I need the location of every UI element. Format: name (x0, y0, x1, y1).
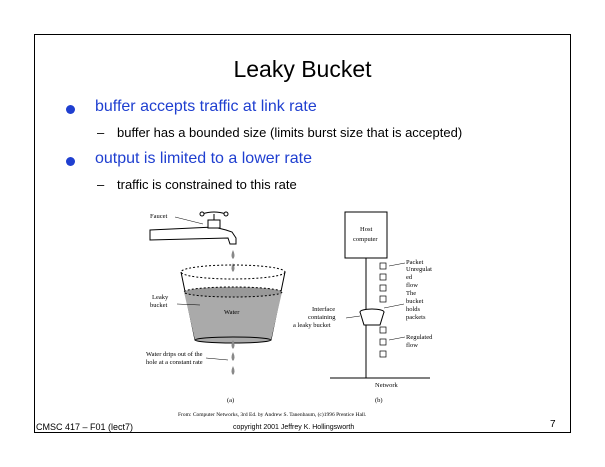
label-host-1: Host (360, 226, 372, 233)
label-packet-4: flow (406, 282, 418, 289)
footer-copyright: copyright 2001 Jeffrey K. Hollingsworth (233, 424, 355, 431)
label-packet-1: Packet (406, 259, 424, 266)
label-packet-2: Unregulat (406, 266, 432, 273)
slide-title: Leaky Bucket (233, 56, 372, 82)
label-network: Network (375, 382, 398, 389)
faucet-icon (149, 211, 237, 245)
label-leaky-2: bucket (150, 302, 168, 309)
label-bucket-3: holds (406, 306, 421, 313)
caption-a: (a) (227, 397, 234, 404)
footer-course: CMSC 417 – F01 (lect7) (36, 422, 134, 432)
label-interface-3: a leaky bucket (293, 322, 331, 329)
slide-frame (34, 34, 571, 433)
bullet-1-text: buffer accepts traffic at link rate (95, 98, 317, 115)
label-water: Water (224, 309, 240, 316)
sub-bullet-2: –traffic is constrained to this rate (97, 177, 297, 192)
bucket-icon (180, 264, 286, 344)
sub-bullet-2-text: traffic is constrained to this rate (117, 177, 297, 192)
label-interface-2: containing (308, 314, 336, 321)
sub-bullet-1-text: buffer has a bounded size (limits burst … (117, 125, 463, 140)
label-leaky-1: Leaky (152, 294, 169, 301)
host-computer-box (344, 211, 388, 259)
dash-icon: – (97, 125, 105, 140)
water-drop-icon (231, 340, 235, 375)
label-packet-3: ed (406, 274, 413, 281)
water-drop-icon (231, 250, 235, 272)
label-faucet: Faucet (150, 213, 168, 220)
label-interface-1: Interface (312, 306, 335, 313)
bullet-dot-icon (66, 157, 75, 166)
label-bucket-4: packets (406, 314, 426, 321)
caption-b: (b) (375, 397, 383, 404)
interface-bucket-icon (359, 308, 385, 326)
label-bucket-1: The (406, 290, 416, 297)
label-host-2: computer (353, 236, 378, 243)
dash-icon: – (97, 177, 105, 192)
packet-icon (379, 262, 387, 358)
label-drips-2: hole at a constant rate (146, 359, 203, 366)
figure-credit: From: Computer Networks, 3rd Ed. by Andr… (178, 411, 367, 418)
label-bucket-2: bucket (406, 298, 424, 305)
label-regulated-1: Regulated (406, 334, 433, 341)
bullet-2-text: output is limited to a lower rate (95, 150, 312, 167)
page-number: 7 (550, 419, 556, 430)
bullet-dot-icon (66, 105, 75, 114)
label-regulated-2: flow (406, 342, 418, 349)
label-drips-1: Water drips out of the (146, 351, 203, 358)
sub-bullet-1: –buffer has a bounded size (limits burst… (97, 125, 462, 140)
